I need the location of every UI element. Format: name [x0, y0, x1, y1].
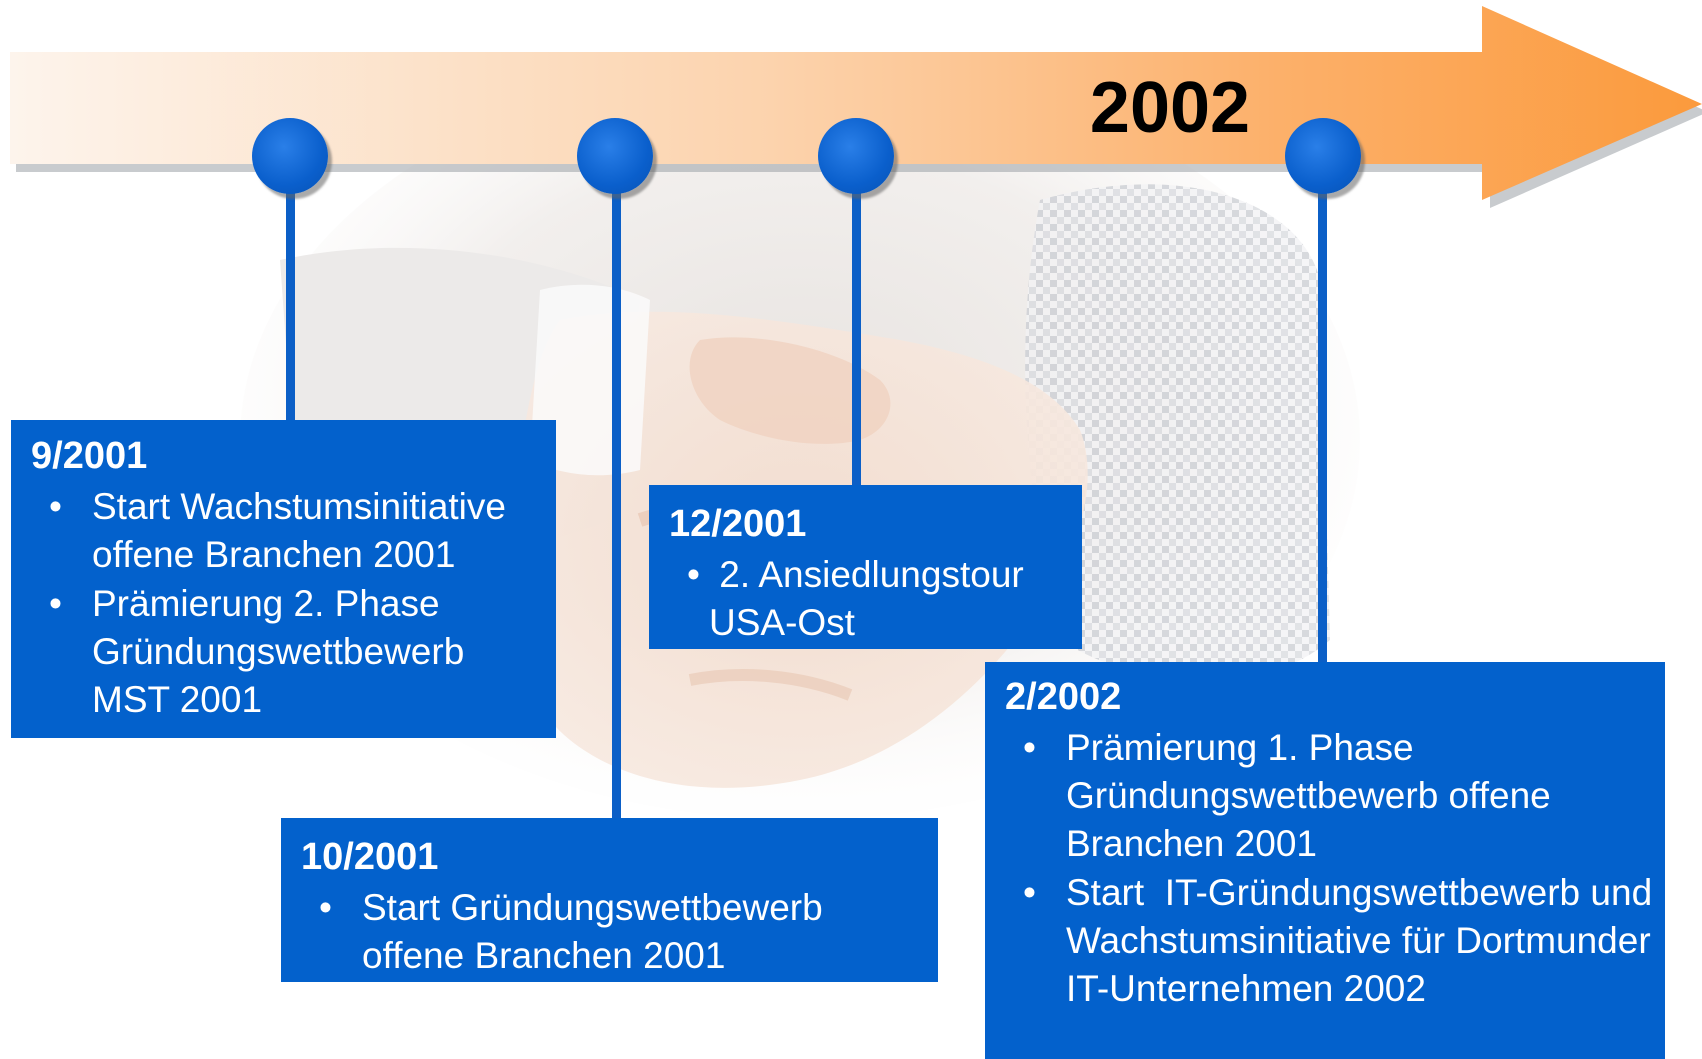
event-item-text: Prämierung 1. Phase Gründungswettbewerb …: [1066, 727, 1551, 864]
event-date: 2/2002: [1005, 676, 1122, 718]
event-items: • Start Gründungswettbewerb offene Branc…: [301, 884, 930, 980]
connector-line-12-2001: [852, 190, 861, 486]
bullet-icon: •: [319, 887, 332, 928]
milestone-dot-2-2002: [1285, 118, 1361, 194]
event-item: • Prämierung 1. Phase Gründungswettbewer…: [1005, 724, 1657, 868]
event-date: 12/2001: [669, 503, 807, 545]
event-items: • Prämierung 1. Phase Gründungswettbewer…: [1005, 724, 1657, 1013]
milestone-dot-10-2001: [577, 118, 653, 194]
event-item: • Start IT-Gründungswettbewerb und Wachs…: [1005, 869, 1657, 1013]
event-box-9-2001: 9/2001 • Start Wachstumsinitiative offen…: [11, 420, 556, 738]
event-box-10-2001: 10/2001 • Start Gründungswettbewerb offe…: [281, 818, 938, 982]
event-box-2-2002: 2/2002 • Prämierung 1. Phase Gründungswe…: [985, 662, 1665, 1059]
connector-line-10-2001: [612, 190, 621, 820]
bullet-icon: •: [1023, 872, 1036, 913]
event-item-text: Prämierung 2. Phase Gründungswettbewerb …: [92, 583, 465, 720]
event-box-12-2001: 12/2001 • 2. Ansiedlungstour USA-Ost: [649, 485, 1082, 649]
event-item: • Start Wachstumsinitiative offene Branc…: [31, 483, 548, 579]
bullet-icon: •: [49, 486, 62, 527]
event-item: • Prämierung 2. Phase Gründungswettbewer…: [31, 580, 548, 724]
connector-line-9-2001: [286, 190, 295, 426]
event-item: • 2. Ansiedlungstour USA-Ost: [669, 551, 1074, 647]
event-item-text: Start IT-Gründungswettbewerb und Wachstu…: [1066, 872, 1663, 1009]
event-item-text: Start Wachstumsinitiative offene Branche…: [92, 486, 506, 575]
event-date: 9/2001: [31, 435, 148, 477]
bullet-icon: •: [1023, 727, 1036, 768]
event-date: 10/2001: [301, 836, 439, 878]
year-label: 2002: [1089, 68, 1251, 148]
bullet-icon: •: [49, 583, 62, 624]
timeline-arrow: [10, 6, 1702, 208]
milestone-dot-9-2001: [252, 118, 328, 194]
event-items: • Start Wachstumsinitiative offene Branc…: [31, 483, 548, 724]
event-items: • 2. Ansiedlungstour USA-Ost: [669, 551, 1074, 647]
event-item-text: Start Gründungswettbewerb offene Branche…: [362, 887, 823, 976]
event-item: • Start Gründungswettbewerb offene Branc…: [301, 884, 930, 980]
bullet-icon: •: [687, 554, 700, 595]
milestone-dot-12-2001: [818, 118, 894, 194]
connector-line-2-2002: [1318, 190, 1327, 664]
event-item-text: 2. Ansiedlungstour USA-Ost: [709, 554, 1034, 643]
